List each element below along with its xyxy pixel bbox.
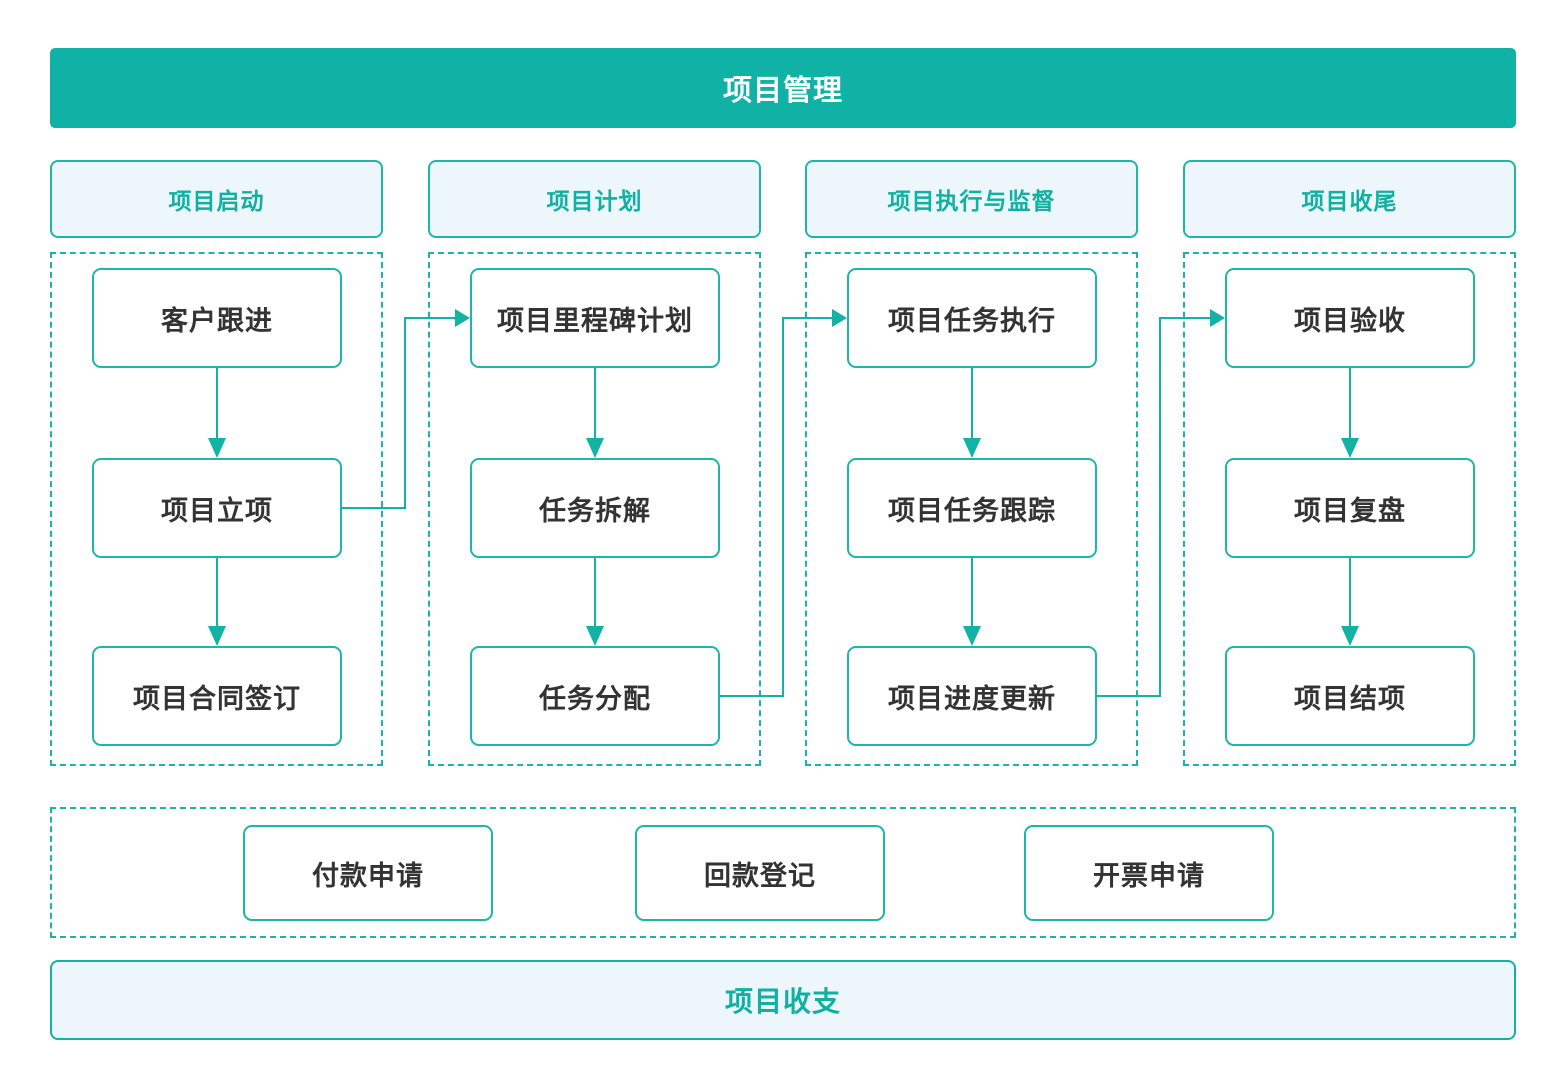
process-node-collection-registration: 回款登记 (635, 825, 885, 921)
process-node-task-breakdown: 任务拆解 (470, 458, 720, 558)
column-header-label: 项目计划 (546, 188, 643, 214)
process-node-project-approval: 项目立项 (92, 458, 342, 558)
column-header-closure: 项目收尾 (1183, 160, 1516, 238)
node-label: 开票申请 (1093, 860, 1205, 891)
node-label: 项目验收 (1294, 305, 1406, 336)
node-label: 项目里程碑计划 (497, 305, 693, 336)
process-node-customer-followup: 客户跟进 (92, 268, 342, 368)
process-node-project-acceptance: 项目验收 (1225, 268, 1475, 368)
process-node-invoice-request: 开票申请 (1024, 825, 1274, 921)
process-node-project-review: 项目复盘 (1225, 458, 1475, 558)
process-node-task-execution: 项目任务执行 (847, 268, 1097, 368)
node-label: 任务分配 (539, 683, 651, 714)
column-header-label: 项目启动 (168, 188, 265, 214)
process-node-contract-signing: 项目合同签订 (92, 646, 342, 746)
process-node-project-closing: 项目结项 (1225, 646, 1475, 746)
footer-title: 项目收支 (724, 986, 841, 1017)
node-label: 项目合同签订 (133, 683, 301, 714)
column-frame-execution (805, 252, 1138, 766)
process-node-progress-update: 项目进度更新 (847, 646, 1097, 746)
process-node-milestone-plan: 项目里程碑计划 (470, 268, 720, 368)
column-header-label: 项目收尾 (1301, 188, 1398, 214)
node-label: 项目结项 (1294, 683, 1406, 714)
process-node-task-tracking: 项目任务跟踪 (847, 458, 1097, 558)
column-header-initiation: 项目启动 (50, 160, 383, 238)
finance-frame (50, 807, 1516, 938)
node-label: 项目任务跟踪 (888, 495, 1056, 526)
node-label: 项目进度更新 (888, 683, 1056, 714)
column-frame-closure (1183, 252, 1516, 766)
column-header-planning: 项目计划 (428, 160, 761, 238)
column-header-label: 项目执行与监督 (887, 188, 1056, 214)
node-label: 付款申请 (312, 860, 424, 891)
main-title-banner: 项目管理 (50, 48, 1516, 128)
node-label: 客户跟进 (161, 305, 273, 336)
column-frame-planning (428, 252, 761, 766)
main-title: 项目管理 (722, 75, 843, 107)
node-label: 任务拆解 (539, 495, 651, 526)
node-label: 回款登记 (704, 860, 816, 891)
node-label: 项目复盘 (1294, 495, 1406, 526)
process-node-task-assignment: 任务分配 (470, 646, 720, 746)
node-label: 项目立项 (161, 495, 273, 526)
column-frame-initiation (50, 252, 383, 766)
column-header-execution: 项目执行与监督 (805, 160, 1138, 238)
node-label: 项目任务执行 (888, 305, 1056, 336)
footer-banner: 项目收支 (50, 960, 1516, 1040)
process-node-payment-request: 付款申请 (243, 825, 493, 921)
